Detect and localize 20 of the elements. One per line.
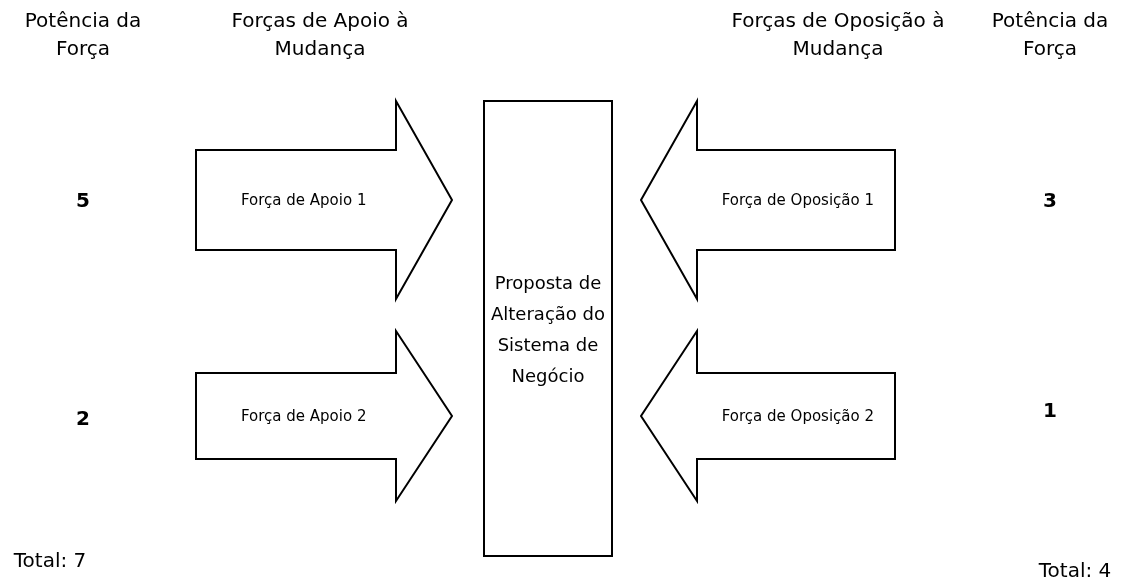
arrow-label: Força de Oposição 2 xyxy=(721,407,874,425)
column-heading: Total: 4 xyxy=(1038,557,1112,584)
arrow-label: Força de Apoio 2 xyxy=(241,407,367,425)
left-pointed-force-box xyxy=(640,100,896,300)
force-score: 3 xyxy=(1043,187,1057,214)
column-heading: Total: 7 xyxy=(13,547,87,574)
force-score: 2 xyxy=(76,405,90,432)
left-pointed-force-box xyxy=(640,330,896,502)
right-pointed-force-box xyxy=(195,100,453,300)
column-heading: Potência da Força xyxy=(990,7,1110,62)
right-pointed-force-box xyxy=(195,330,453,502)
process-box xyxy=(483,100,613,557)
column-heading: Forças de Oposição à Mudança xyxy=(730,7,946,62)
force-score: 5 xyxy=(76,187,90,214)
column-heading: Potência da Força xyxy=(23,7,143,62)
arrow-label: Força de Apoio 1 xyxy=(241,191,367,209)
box-label: Proposta de Alteração do Sistema de Negócio xyxy=(490,270,606,388)
column-heading: Forças de Apoio à Mudança xyxy=(230,7,410,62)
force-score: 1 xyxy=(1043,397,1057,424)
arrow-label: Força de Oposição 1 xyxy=(721,191,874,209)
